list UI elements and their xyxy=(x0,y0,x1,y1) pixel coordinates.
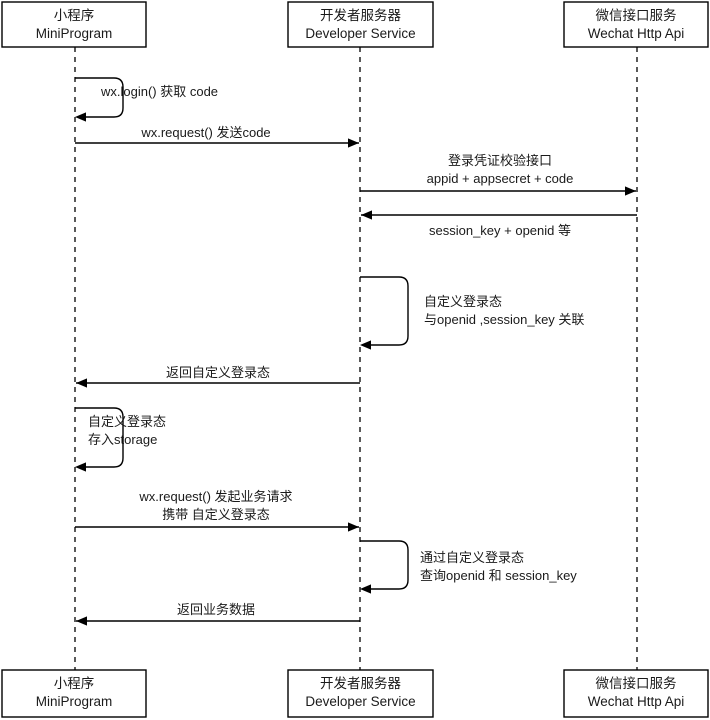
participant-name-en: Developer Service xyxy=(305,694,415,709)
participant-name-cn: 微信接口服务 xyxy=(596,675,677,691)
participant-name-cn: 微信接口服务 xyxy=(596,7,677,23)
message-label-msg-custom-login-state-0: 自定义登录态 xyxy=(424,294,502,309)
message-label-msg-store-storage-0: 自定义登录态 xyxy=(88,414,166,429)
participant-name-cn: 开发者服务器 xyxy=(320,676,401,691)
message-msg-session-key-openid[interactable]: session_key + openid 等 xyxy=(361,210,637,238)
participant-box-wechat-http-api-top[interactable]: 微信接口服务 Wechat Http Api xyxy=(563,1,709,48)
participant-box-frame xyxy=(287,669,434,718)
message-msg-wx-request-code[interactable]: wx.request() 发送code xyxy=(75,125,359,148)
message-label-msg-query-openid-0: 通过自定义登录态 xyxy=(420,550,524,565)
message-msg-wx-login[interactable]: wx.login() 获取 code xyxy=(75,77,218,122)
participant-box-frame xyxy=(1,669,147,718)
arrow-head-msg-wx-login xyxy=(75,112,86,122)
participant-name-en: MiniProgram xyxy=(36,26,113,41)
participant-box-developer-service-bottom[interactable]: 开发者服务器 Developer Service xyxy=(287,669,434,718)
participant-name-cn: 小程序 xyxy=(54,676,95,691)
participant-box-developer-service-top[interactable]: 开发者服务器 Developer Service xyxy=(287,1,434,48)
lifelines-layer xyxy=(74,47,638,670)
message-label-msg-business-request-1: 携带 自定义登录态 xyxy=(162,507,270,522)
message-label-msg-business-request-0: wx.request() 发起业务请求 xyxy=(138,489,292,504)
arrow-head-msg-code2session xyxy=(625,186,636,196)
participant-box-miniprogram-top[interactable]: 小程序 MiniProgram xyxy=(1,1,147,48)
messages-layer: wx.login() 获取 code wx.request() 发送code 登录凭… xyxy=(75,77,637,626)
message-label-msg-return-business-data-0: 返回业务数据 xyxy=(177,602,255,617)
message-msg-return-login-state[interactable]: 返回自定义登录态 xyxy=(76,365,360,388)
arrow-head-msg-query-openid xyxy=(360,584,371,594)
message-label-msg-query-openid-1: 查询openid 和 session_key xyxy=(420,568,577,583)
participant-box-miniprogram-bottom[interactable]: 小程序 MiniProgram xyxy=(1,669,147,718)
participant-box-frame xyxy=(1,1,147,48)
participant-name-en: Wechat Http Api xyxy=(588,694,685,709)
message-path-msg-wx-login xyxy=(75,77,124,118)
arrow-head-msg-return-login-state xyxy=(76,378,87,388)
message-label-msg-session-key-openid-0: session_key + openid 等 xyxy=(429,223,571,238)
arrow-head-msg-business-request xyxy=(348,522,359,532)
message-label-msg-code2session-0: 登录凭证校验接口 xyxy=(448,153,552,168)
message-label-msg-custom-login-state-1: 与openid ,session_key 关联 xyxy=(424,312,584,327)
message-label-msg-wx-request-code-0: wx.request() 发送code xyxy=(140,125,270,140)
message-label-msg-wx-login-0: wx.login() 获取 code xyxy=(100,84,218,99)
message-label-msg-return-login-state-0: 返回自定义登录态 xyxy=(166,365,270,380)
participant-name-cn: 小程序 xyxy=(54,8,95,23)
message-path-msg-custom-login-state xyxy=(360,276,409,346)
arrow-head-msg-custom-login-state xyxy=(360,340,371,350)
arrow-head-msg-store-storage xyxy=(75,462,86,472)
message-label-msg-code2session-1: appid + appsecret + code xyxy=(427,171,574,186)
arrow-head-msg-return-business-data xyxy=(76,616,87,626)
arrow-head-msg-session-key-openid xyxy=(361,210,372,220)
message-label-msg-store-storage-1: 存入storage xyxy=(88,432,157,447)
participant-box-frame xyxy=(563,1,709,48)
message-msg-code2session[interactable]: 登录凭证校验接口 appid + appsecret + code xyxy=(360,153,636,196)
participant-name-en: MiniProgram xyxy=(36,694,113,709)
participant-box-frame xyxy=(287,1,434,48)
participant-name-en: Wechat Http Api xyxy=(588,26,685,41)
arrow-head-msg-wx-request-code xyxy=(348,138,359,148)
message-msg-return-business-data[interactable]: 返回业务数据 xyxy=(76,602,360,626)
message-path-msg-store-storage xyxy=(75,407,124,468)
participant-name-en: Developer Service xyxy=(305,26,415,41)
message-path-msg-query-openid xyxy=(360,540,409,590)
participant-box-wechat-http-api-bottom[interactable]: 微信接口服务 Wechat Http Api xyxy=(563,669,709,718)
participant-box-frame xyxy=(563,669,709,718)
participant-name-cn: 开发者服务器 xyxy=(320,8,401,23)
